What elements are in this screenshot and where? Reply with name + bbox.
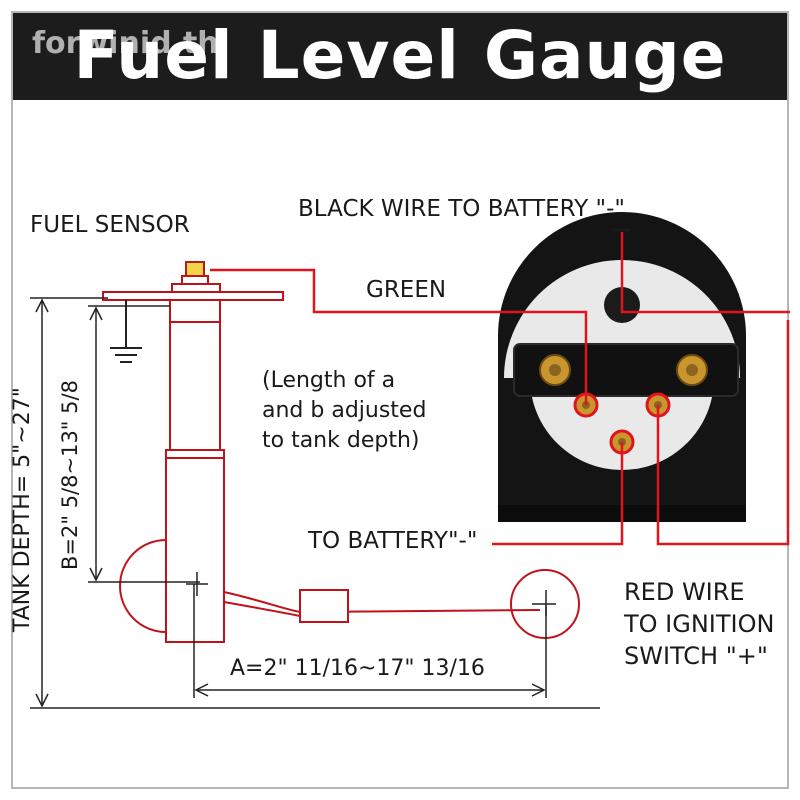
float-arm	[223, 591, 541, 614]
adjust-note: (Length of a and b adjusted to tank dept…	[262, 366, 426, 456]
bracket-nut-center	[686, 364, 698, 376]
label-fuel-sensor: FUEL SENSOR	[30, 212, 190, 238]
wire-black	[620, 232, 790, 314]
wire-green	[210, 268, 588, 405]
sensor-flange	[102, 291, 284, 301]
ground-symbol	[110, 300, 142, 363]
sensor-cap-base	[181, 275, 209, 285]
sensor-cap	[185, 261, 205, 277]
fuel-sensor	[102, 261, 580, 643]
pivot-crosshair	[186, 572, 208, 596]
title-bar: Fuel Level Gauge forwinid.th	[12, 12, 788, 100]
sensor-upper-tube	[169, 299, 221, 451]
dimension-b-label: B=2" 5/8~13" 5/8	[58, 380, 82, 570]
arm-bracket	[299, 589, 349, 623]
dimension-a-label: A=2" 11/16~17" 13/16	[230, 656, 485, 681]
float-arm	[223, 601, 301, 617]
label-to-battery: TO BATTERY"-"	[308, 528, 478, 554]
label-green: GREEN	[366, 277, 447, 303]
dimension-lines	[30, 297, 600, 709]
red-wire-line: SWITCH "+"	[624, 642, 768, 670]
wire-battery-minus	[492, 442, 624, 546]
label-red-wire: RED WIRE TO IGNITION SWITCH "+"	[624, 576, 774, 672]
bracket-nut-center	[549, 364, 561, 376]
float	[510, 569, 580, 639]
gauge-housing-lower	[498, 378, 746, 505]
tank-depth-label: TANK DEPTH= 5"~27"	[10, 387, 35, 632]
red-wires	[210, 232, 790, 546]
label-black-wire: BLACK WIRE TO BATTERY "-"	[298, 196, 625, 222]
red-wire-line: RED WIRE	[624, 578, 745, 606]
watermark: forwinid.th	[32, 26, 219, 61]
wire-ignition	[656, 320, 790, 546]
page-title: Fuel Level Gauge	[73, 17, 727, 94]
sensor-lower-tube	[165, 449, 225, 643]
red-wire-line: TO IGNITION	[624, 610, 775, 638]
sensor-collar	[171, 283, 221, 293]
note-line: (Length of a	[262, 368, 396, 393]
pivot-arc	[119, 539, 167, 633]
mounting-bracket	[513, 343, 739, 397]
float-crosshair	[532, 590, 556, 616]
gauge	[498, 212, 746, 522]
note-line: and b adjusted	[262, 398, 427, 423]
note-line: to tank depth)	[262, 428, 420, 453]
